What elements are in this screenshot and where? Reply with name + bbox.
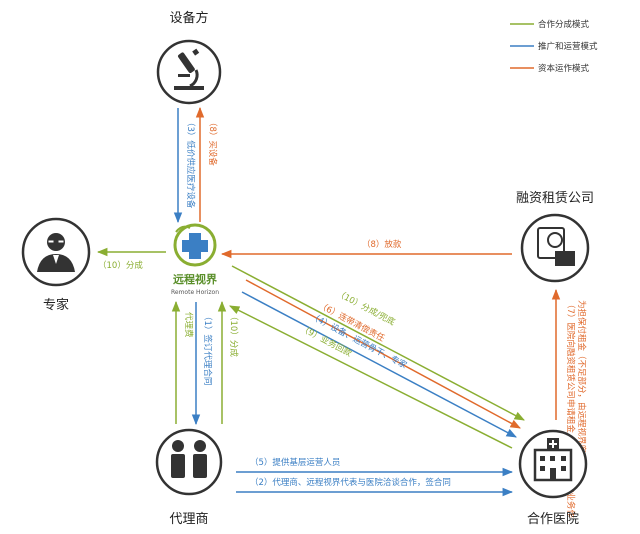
edge-equipment-center: （3）低价供应医疗设备 （8）买设备 — [173, 106, 218, 224]
node-label-expert: 专家 — [43, 297, 69, 313]
edge-label-negotiate: （2）代理商、远程视界代表与医院洽谈合作，签合同 — [250, 477, 451, 488]
legend-item-capital: 资本运作模式 — [538, 63, 590, 74]
edge-leasing-center: （8）放款 — [220, 239, 512, 259]
edge-center-expert: （10）分成 — [96, 247, 166, 271]
edge-agent-center: 代理费 （1）签订代理合同 （10）分成 — [171, 300, 239, 426]
node-equipment-provider: 设备方 — [156, 10, 222, 105]
edge-label-agency-contract: （1）签订代理合同 — [202, 312, 213, 385]
legend-item-promotion: 推广和运营模式 — [538, 41, 598, 52]
node-remote-horizon: 远程视界 Remote Horizon — [171, 223, 219, 296]
edge-hospital-leasing: （7）医院向融资租赁公司申请租金，以医院将来的业务作为担保付租金（不足部分，由远… — [551, 288, 587, 518]
hospital-building-icon — [533, 438, 573, 482]
edge-center-hospital: （10）分成/兜底 （6）连带清偿责任 （4）设备、运营骨干、专家 （9）业务回… — [229, 265, 525, 449]
node-agent: 代理商 — [155, 428, 223, 527]
two-persons-icon — [171, 440, 207, 478]
edge-label-expert-share: （10）分成 — [98, 260, 143, 271]
legend: 合作分成模式 推广和运营模式 资本运作模式 — [510, 19, 598, 74]
node-label-equipment: 设备方 — [169, 10, 208, 26]
node-partner-hospital: 合作医院 — [518, 429, 588, 527]
edge-label-agency-fee: 代理费 — [183, 312, 194, 338]
node-label-hospital: 合作医院 — [527, 512, 579, 527]
node-expert: 专家 — [21, 217, 91, 313]
edge-agent-hospital: （5）提供基层运营人员 （2）代理商、远程视界代表与医院洽谈合作，签合同 — [236, 457, 514, 497]
edge-label-agent-share: （10）分成 — [228, 312, 239, 357]
legend-item-cooperation: 合作分成模式 — [538, 19, 590, 30]
edge-label-buy-equipment: （8）买设备 — [207, 118, 218, 166]
logo-text-cn: 远程视界 — [173, 272, 217, 286]
node-label-leasing: 融资租赁公司 — [516, 191, 594, 206]
microscope-icon — [174, 48, 204, 90]
node-leasing-company: 融资租赁公司 — [516, 191, 594, 283]
edge-label-loan: （8）放款 — [362, 239, 402, 250]
money-exchange-icon — [537, 227, 575, 266]
medical-cross-logo-icon — [173, 223, 217, 267]
edge-label-rent-guarantee: （7）医院向融资租赁公司申请租金，以医院将来的业务作为担保付租金（不足部分，由远… — [565, 300, 587, 518]
edge-label-base-staff: （5）提供基层运营人员 — [250, 457, 340, 468]
expert-person-icon — [37, 233, 75, 272]
edge-label-supply-equipment: （3）低价供应医疗设备 — [185, 118, 196, 209]
logo-text-en: Remote Horizon — [171, 289, 219, 296]
node-label-agent: 代理商 — [169, 512, 208, 527]
